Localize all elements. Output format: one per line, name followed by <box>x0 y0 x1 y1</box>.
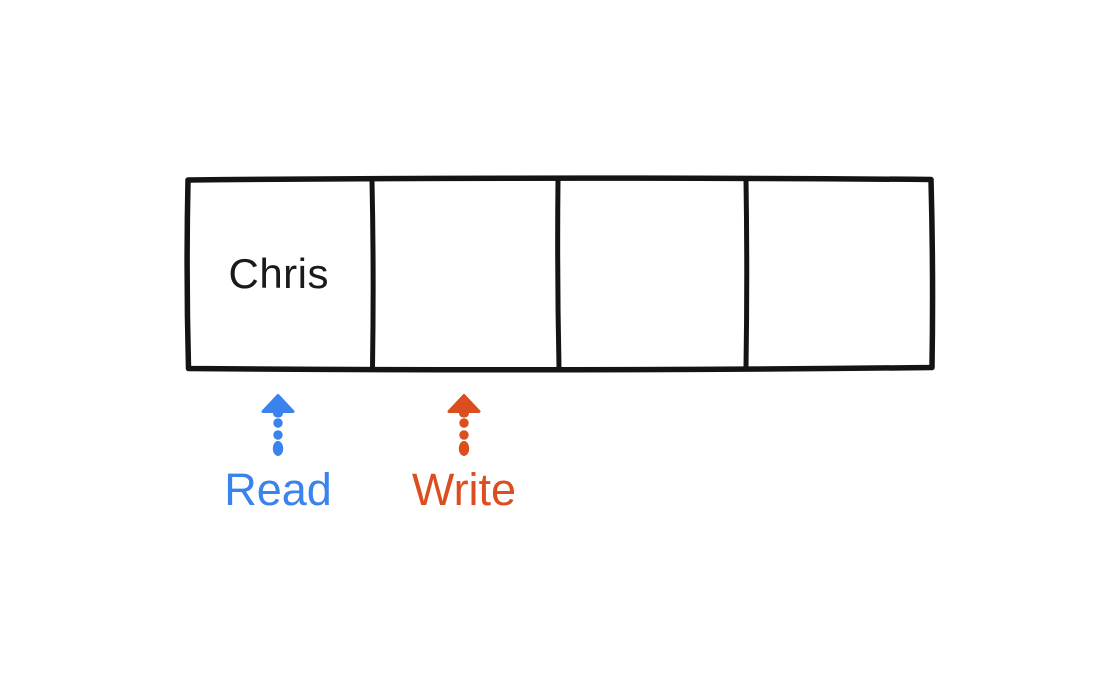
up-arrow-icon <box>447 394 481 456</box>
cell-divider-2 <box>555 179 562 368</box>
array-cell-1 <box>373 178 561 370</box>
cell-divider-3 <box>743 179 750 368</box>
up-arrow-icon <box>261 394 295 456</box>
array-cell-0: Chris <box>185 178 373 370</box>
cell-divider-1 <box>369 180 376 368</box>
cell-value: Chris <box>228 250 329 297</box>
read-pointer: Read <box>193 393 363 512</box>
array-row: Chris <box>185 178 935 370</box>
write-pointer: Write <box>379 393 549 512</box>
array-outline <box>184 175 936 373</box>
array-cell-3 <box>748 178 936 370</box>
write-label: Write <box>411 464 517 515</box>
read-label: Read <box>224 464 332 515</box>
array-cell-2 <box>560 178 748 370</box>
